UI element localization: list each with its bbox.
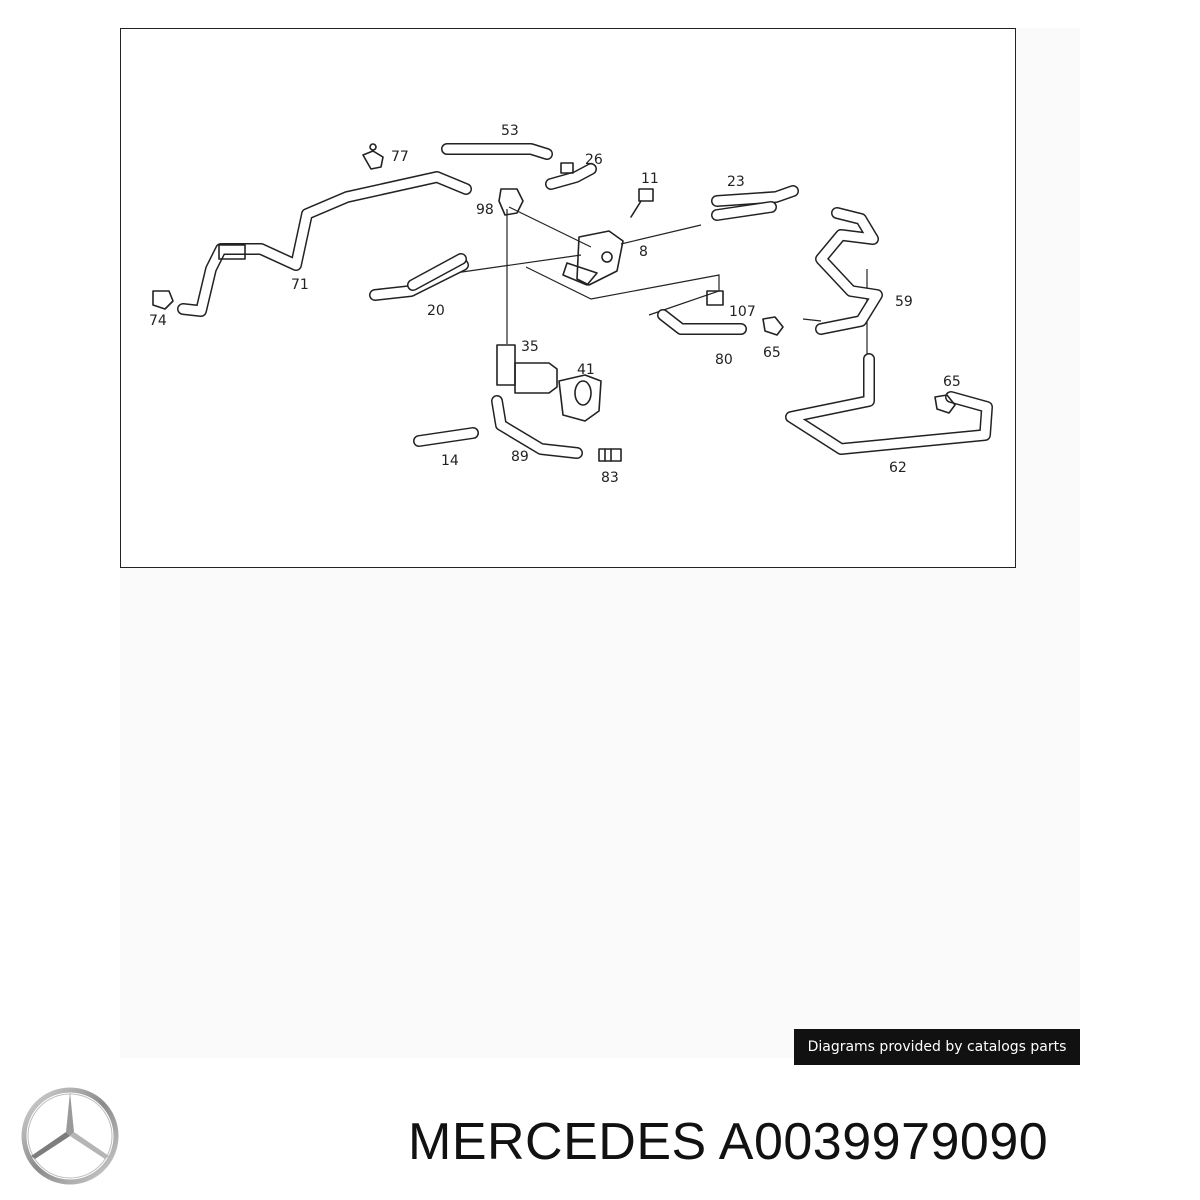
callout-59: 59 [895, 294, 913, 310]
callout-80: 80 [715, 352, 733, 368]
part-35-pump [496, 344, 558, 394]
product-title: MERCEDES A0039979090 [408, 1113, 1049, 1171]
part-20-hose [369, 253, 469, 301]
callout-89: 89 [511, 449, 529, 465]
callout-14: 14 [441, 453, 459, 469]
callout-20: 20 [427, 303, 445, 319]
mercedes-star-logo-icon [20, 1086, 120, 1186]
part-107-clamp [706, 290, 724, 306]
part-71-hose [177, 171, 472, 317]
callout-23: 23 [727, 174, 745, 190]
callout-8: 8 [639, 244, 648, 260]
part-23-fitting [711, 185, 799, 221]
callout-35: 35 [521, 339, 539, 355]
callout-83: 83 [601, 470, 619, 486]
part-8-valve [562, 230, 624, 286]
part-77-clamp [362, 143, 384, 170]
callout-62: 62 [889, 460, 907, 476]
callout-41: 41 [577, 362, 595, 378]
part-53-hose [441, 143, 553, 160]
part-80-hose [657, 309, 747, 335]
callout-65-lower: 65 [943, 374, 961, 390]
part-89-hose [491, 395, 583, 459]
part-65-clip-lower [934, 394, 956, 414]
callout-26: 26 [585, 152, 603, 168]
part-59-hose [815, 207, 883, 335]
assembly-lines [440, 206, 868, 359]
part-74-clip [152, 290, 174, 310]
part-65-clip-upper [762, 316, 784, 336]
part-41-bracket [558, 374, 602, 422]
part-98-elbow [498, 188, 524, 216]
part-62-hose [785, 353, 993, 455]
parts-diagram-drawing: 53 77 26 11 23 98 8 71 74 20 107 59 35 8… [149, 123, 993, 486]
callout-labels: 53 77 26 11 23 98 8 71 74 20 107 59 35 8… [149, 123, 961, 486]
parts-diagram: 53 77 26 11 23 98 8 71 74 20 107 59 35 8… [120, 28, 1016, 568]
part-11-bolt [630, 188, 654, 218]
callout-71: 71 [291, 277, 309, 293]
callout-107: 107 [729, 304, 756, 320]
callout-11: 11 [641, 171, 659, 187]
part-83-fitting [598, 448, 622, 462]
part-14-tube [413, 427, 479, 447]
diagram-credit-badge: Diagrams provided by catalogs parts [794, 1029, 1080, 1065]
callout-74: 74 [149, 313, 167, 329]
callout-53: 53 [501, 123, 519, 139]
callout-98: 98 [476, 202, 494, 218]
callout-65-upper: 65 [763, 345, 781, 361]
product-header: MERCEDES A0039979090 [0, 1080, 1200, 1190]
part-26-connector [545, 162, 597, 190]
callout-77: 77 [391, 149, 409, 165]
